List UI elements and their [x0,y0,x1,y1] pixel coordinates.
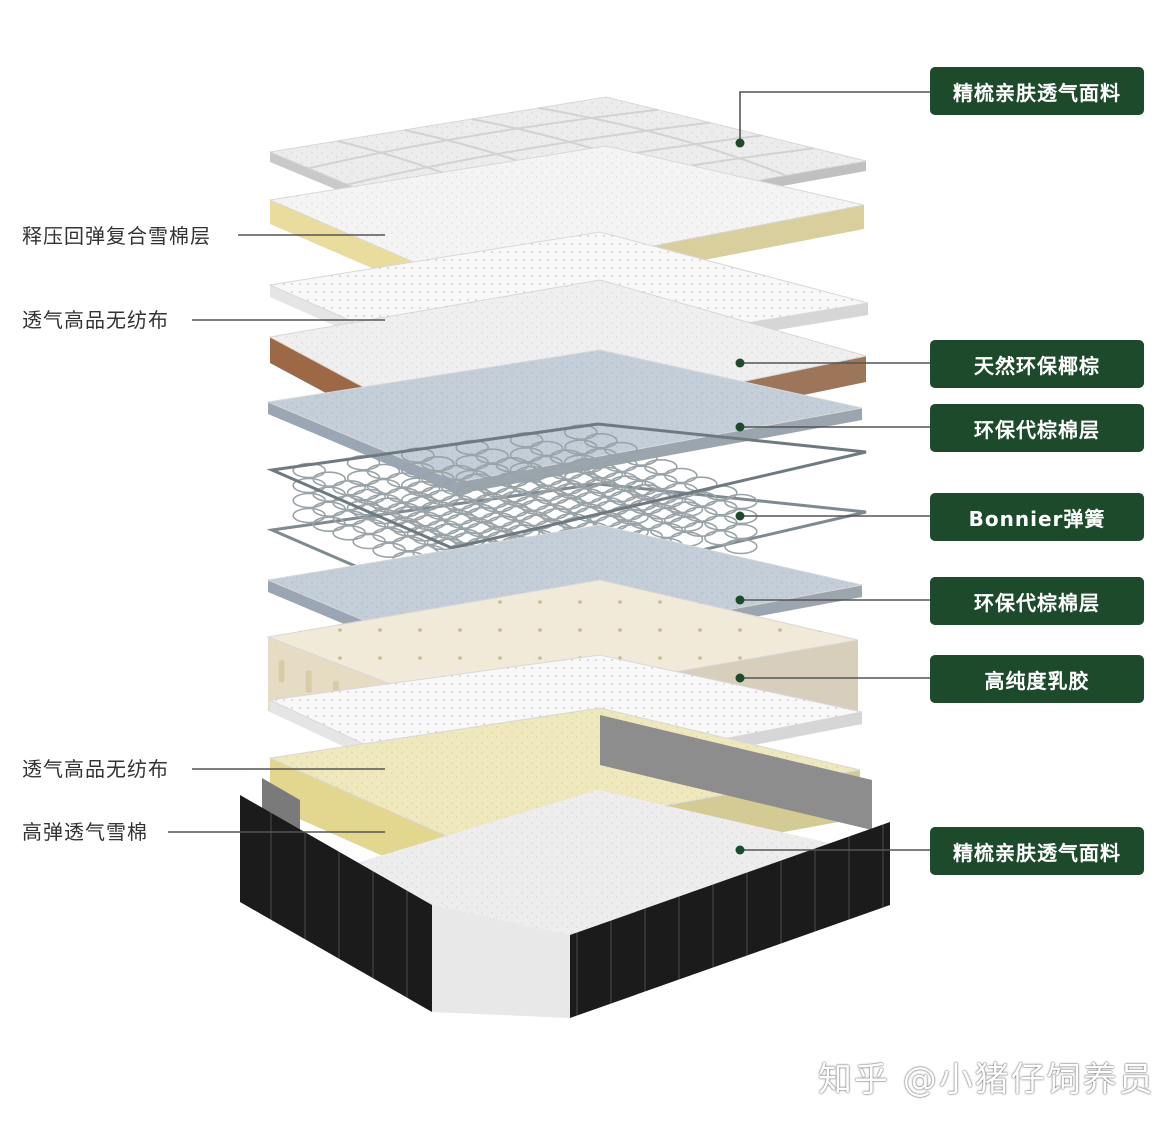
badge-coconut-palm: 天然环保椰棕 [930,340,1144,388]
label-elastic-foam: 高弹透气雪棉 [22,820,148,844]
leader-lines [168,91,930,855]
badge-eco-cotton-bottom: 环保代棕棉层 [930,577,1144,625]
layer-base [240,715,890,1018]
label-non-woven-top: 透气高品无纺布 [22,308,169,332]
badge-eco-cotton-top: 环保代棕棉层 [930,404,1144,452]
badge-top-fabric: 精梳亲肤透气面料 [930,67,1144,115]
watermark: 知乎 @小猪仔饲养员 [818,1060,1155,1100]
badge-bottom-fabric: 精梳亲肤透气面料 [930,827,1144,875]
label-memory-foam-layer: 释压回弹复合雪棉层 [22,224,211,248]
badge-latex: 高纯度乳胶 [930,655,1144,703]
label-non-woven-bottom: 透气高品无纺布 [22,757,169,781]
badge-bonnier-spring: Bonnier弹簧 [930,493,1144,541]
